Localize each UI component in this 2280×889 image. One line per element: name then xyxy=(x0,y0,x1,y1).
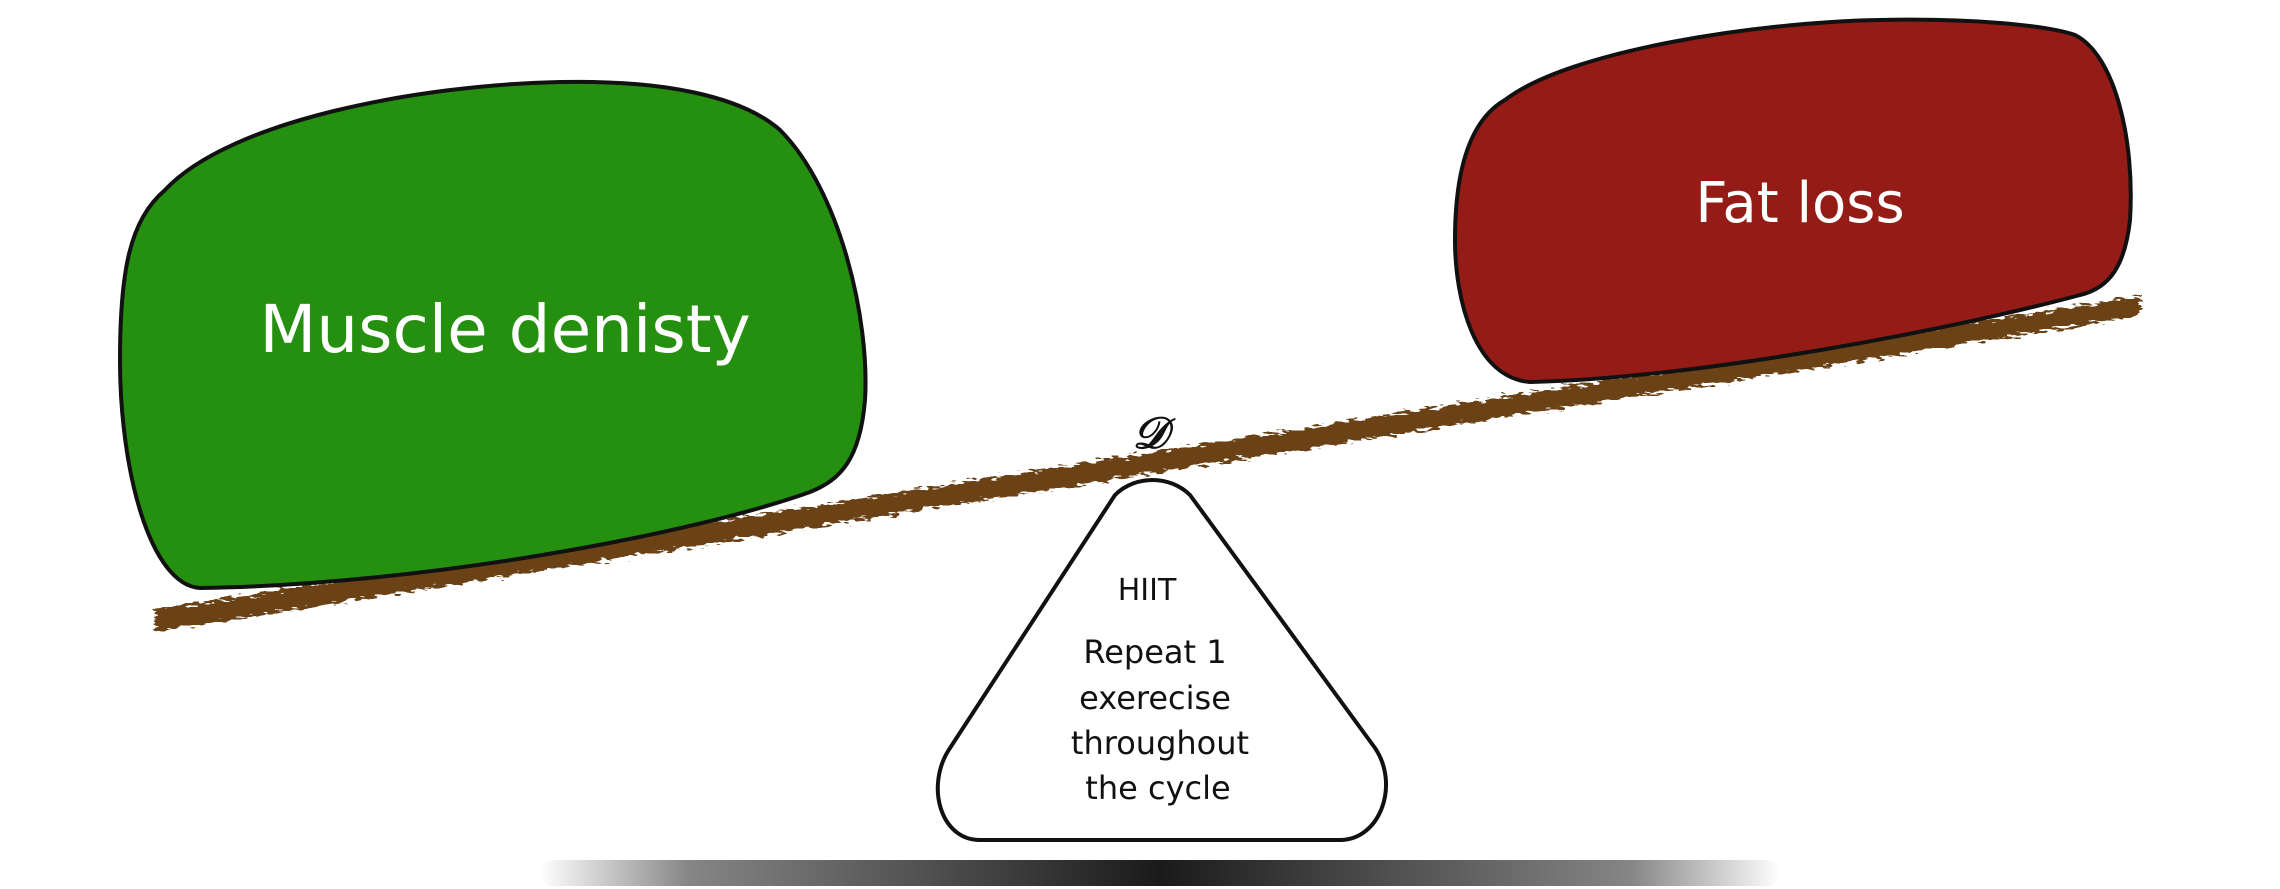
hiit-fulcrum xyxy=(935,478,1388,842)
fulcrum-line-3: throughout xyxy=(1071,724,1249,762)
fulcrum-line-4: the cycle xyxy=(1085,769,1230,807)
seesaw-beam xyxy=(155,296,2140,632)
fat-loss-block xyxy=(1452,17,2133,385)
muscle-density-block xyxy=(117,79,868,591)
fulcrum-line-1: Repeat 1 xyxy=(1083,633,1226,671)
ground-shadow xyxy=(540,860,1780,886)
fulcrum-line-2: exerecise xyxy=(1079,679,1231,717)
fat-loss-label: Fat loss xyxy=(1695,171,1904,236)
fulcrum-title: HIIT xyxy=(1118,573,1177,608)
muscle-density-label: Muscle denisty xyxy=(259,291,750,368)
